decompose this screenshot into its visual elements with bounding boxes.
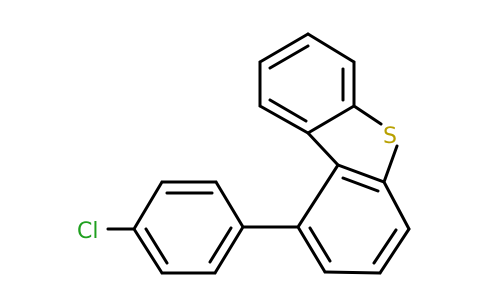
bond: [132, 227, 164, 275]
bond: [352, 104, 383, 126]
bond: [213, 225, 245, 275]
chlorine-atom-label: Cl: [77, 219, 98, 244]
bond: [341, 176, 380, 193]
bond: [132, 180, 164, 231]
bond: [296, 225, 327, 274]
bond: [382, 180, 411, 231]
bond: [308, 226, 332, 263]
bond: [306, 104, 356, 135]
bond: [378, 227, 411, 275]
bond: [208, 226, 233, 264]
bond: [372, 228, 398, 265]
bond: [268, 98, 308, 123]
bond: [144, 227, 169, 265]
bond: [258, 32, 310, 64]
bond: [296, 163, 340, 229]
bond: [258, 104, 310, 135]
sulfur-atom-label: S: [383, 124, 397, 149]
bond: [306, 32, 356, 64]
bond: [336, 163, 386, 184]
bond: [306, 131, 340, 167]
bond: [323, 270, 382, 275]
bond: [268, 44, 310, 70]
bond: [382, 144, 399, 184]
bond: [214, 180, 245, 229]
bonds-group: [106, 32, 411, 275]
